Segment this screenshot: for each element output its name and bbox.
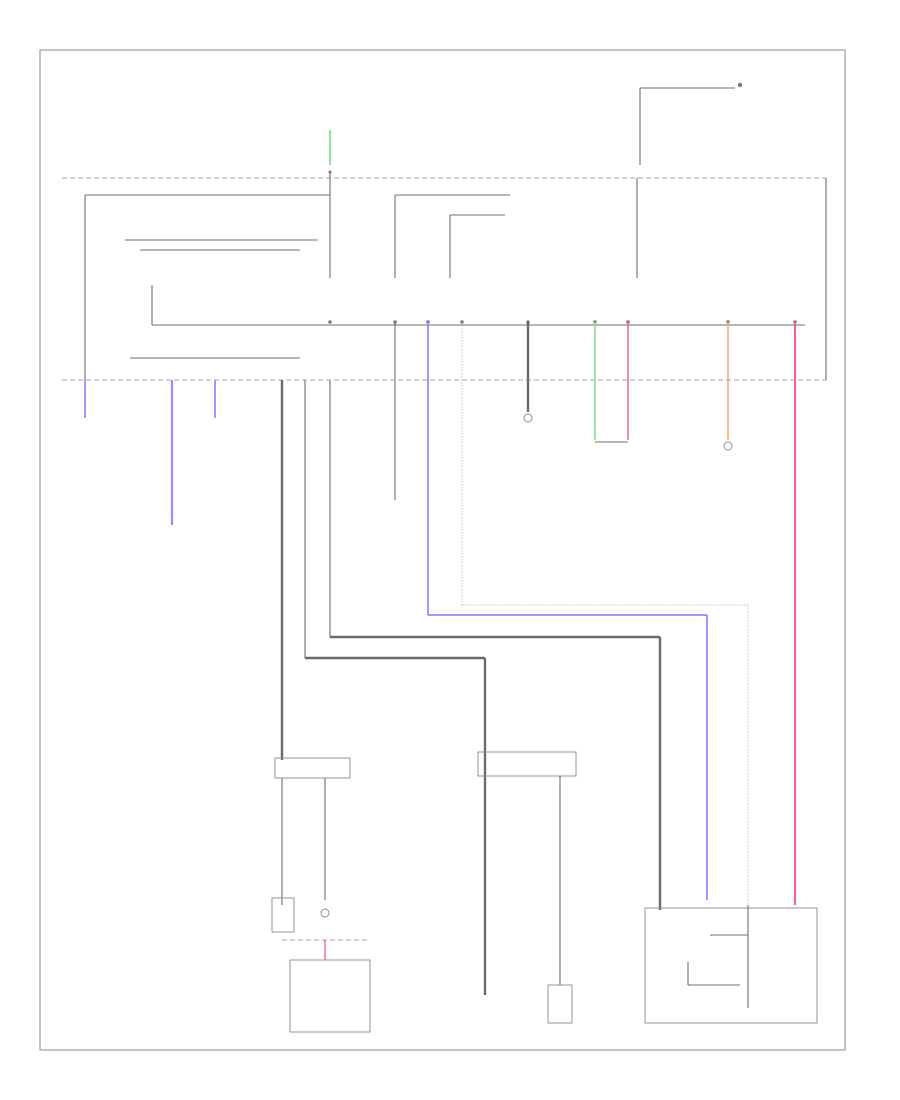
long-wire-runs	[280, 322, 797, 995]
left-outputs	[84, 357, 300, 525]
bottom-right-module	[644, 905, 818, 1024]
diagram-frame	[39, 49, 846, 1051]
bottom-left-components	[271, 897, 371, 1033]
right-switch	[477, 751, 577, 985]
bottom-mid-component	[547, 984, 573, 1024]
connector-pins	[328, 320, 797, 324]
mid-switch	[274, 757, 351, 905]
ecu-internal-wiring	[84, 172, 805, 380]
right-outputs	[594, 322, 733, 451]
mid-outputs	[394, 322, 533, 500]
top-right-source	[639, 82, 743, 165]
ecu-enclosure	[62, 177, 827, 381]
